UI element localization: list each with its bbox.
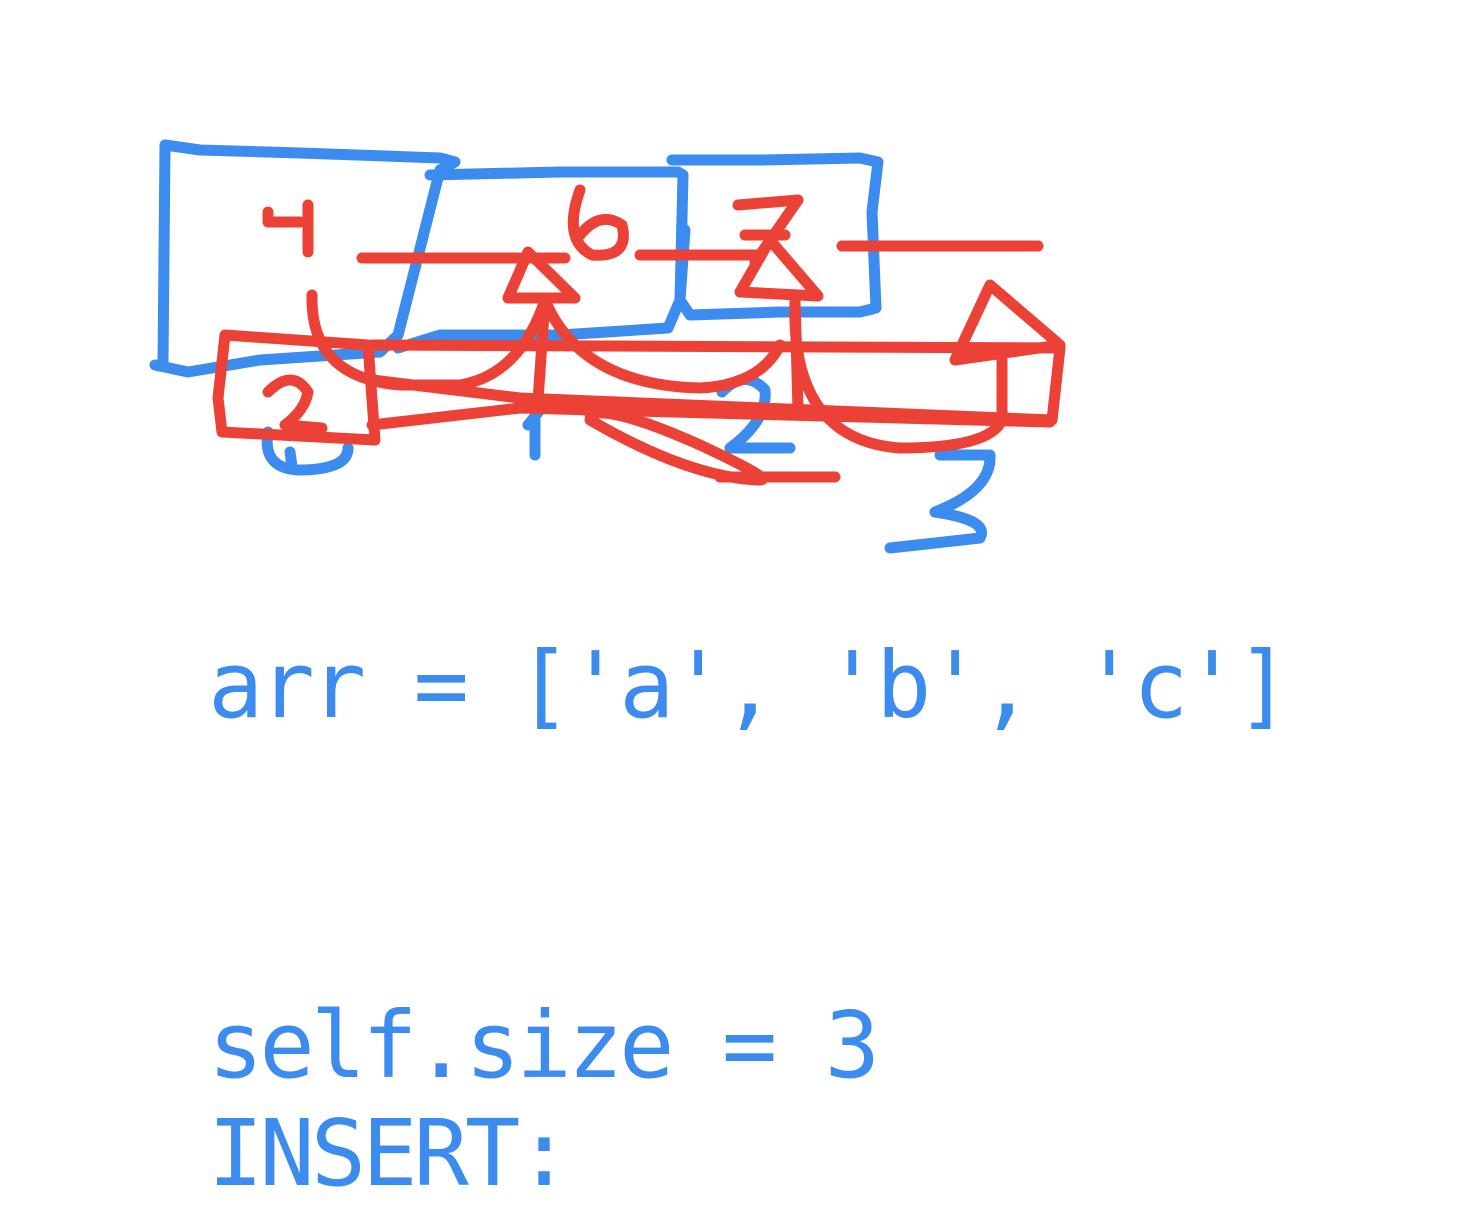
code-line-array: arr = ['a', 'b', 'c'] <box>208 632 1291 739</box>
red-arrow-head-2 <box>734 234 824 302</box>
red-value-label <box>262 374 328 434</box>
blue-index-label <box>261 426 354 476</box>
red-box-left <box>212 329 381 446</box>
blue-index-label <box>522 404 546 461</box>
code-line-size: self.size = 3 <box>208 992 880 1099</box>
blue-box-3 <box>666 152 884 321</box>
red-pointer-stem-1 <box>532 294 551 406</box>
red-pointer-curve-2 <box>539 294 786 394</box>
blue-ink-layer <box>149 139 884 378</box>
red-pointer-curve-1 <box>306 289 551 391</box>
red-value-label <box>262 199 314 258</box>
red-arrow-head-3 <box>949 279 1066 366</box>
red-box-wide-lower <box>366 402 1056 431</box>
code-line-insert: INSERT: <box>208 1100 572 1207</box>
red-value-label <box>732 194 804 268</box>
red-scribble-loop <box>584 407 768 486</box>
red-value-label <box>567 184 629 261</box>
red-ink-layer <box>212 234 1066 486</box>
red-pointer-stem-2 <box>789 294 804 416</box>
blue-index-label <box>884 449 996 554</box>
blue-box-1 <box>149 139 461 378</box>
